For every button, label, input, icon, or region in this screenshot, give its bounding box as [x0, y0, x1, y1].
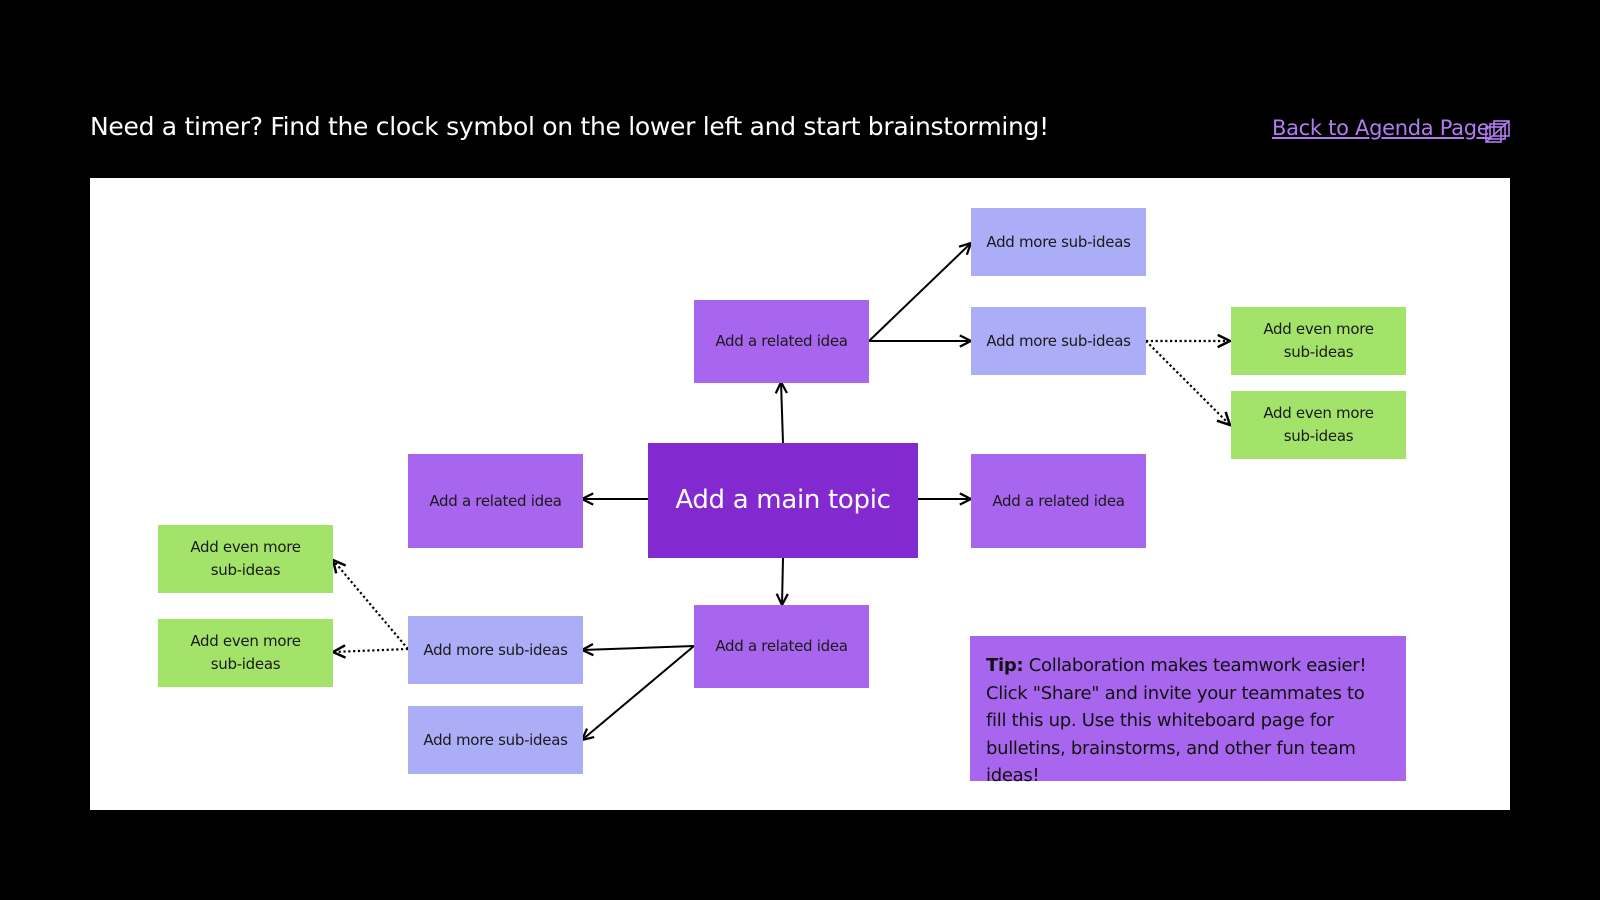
even-more-sub-idea-left-2[interactable]: Add even more sub-ideas — [158, 619, 333, 687]
page-heading: Need a timer? Find the clock symbol on t… — [90, 112, 1049, 141]
tip-label: Tip: — [986, 655, 1024, 676]
related-idea-right[interactable]: Add a related idea — [971, 454, 1146, 548]
edge-top-to-sub1 — [868, 243, 971, 342]
related-idea-top[interactable]: Add a related idea — [694, 300, 869, 383]
even-more-sub-idea-right-1[interactable]: Add even more sub-ideas — [1231, 307, 1406, 375]
related-idea-left[interactable]: Add a related idea — [408, 454, 583, 548]
edge-sub3-to-even3 — [333, 560, 409, 650]
even-more-sub-idea-right-2[interactable]: Add even more sub-ideas — [1231, 391, 1406, 459]
linked-squares-icon[interactable] — [1484, 118, 1512, 146]
main-topic-node[interactable]: Add a main topic — [648, 443, 918, 558]
edge-sub3-to-even4 — [333, 649, 409, 652]
tip-text: Collaboration makes teamwork easier! Cli… — [986, 655, 1367, 786]
whiteboard-canvas[interactable]: Add a main topic Add a related idea Add … — [90, 178, 1510, 810]
sub-idea-bottom-2[interactable]: Add more sub-ideas — [408, 706, 583, 774]
back-to-agenda-link[interactable]: Back to Agenda Page — [1272, 116, 1490, 140]
sub-idea-top-2[interactable]: Add more sub-ideas — [971, 307, 1146, 375]
sub-idea-top-1[interactable]: Add more sub-ideas — [971, 208, 1146, 276]
edge-sub2-to-even2 — [1145, 340, 1230, 425]
sub-idea-bottom-1[interactable]: Add more sub-ideas — [408, 616, 583, 684]
related-idea-bottom[interactable]: Add a related idea — [694, 605, 869, 688]
edge-bottom-to-sub4 — [582, 645, 695, 740]
connector-lines — [90, 178, 1510, 810]
edge-main-to-bottom — [782, 557, 783, 605]
tip-card[interactable]: Tip: Collaboration makes teamwork easier… — [970, 636, 1406, 786]
edge-bottom-to-sub3 — [582, 646, 695, 650]
even-more-sub-idea-left-1[interactable]: Add even more sub-ideas — [158, 525, 333, 593]
edge-main-to-top — [781, 382, 783, 444]
